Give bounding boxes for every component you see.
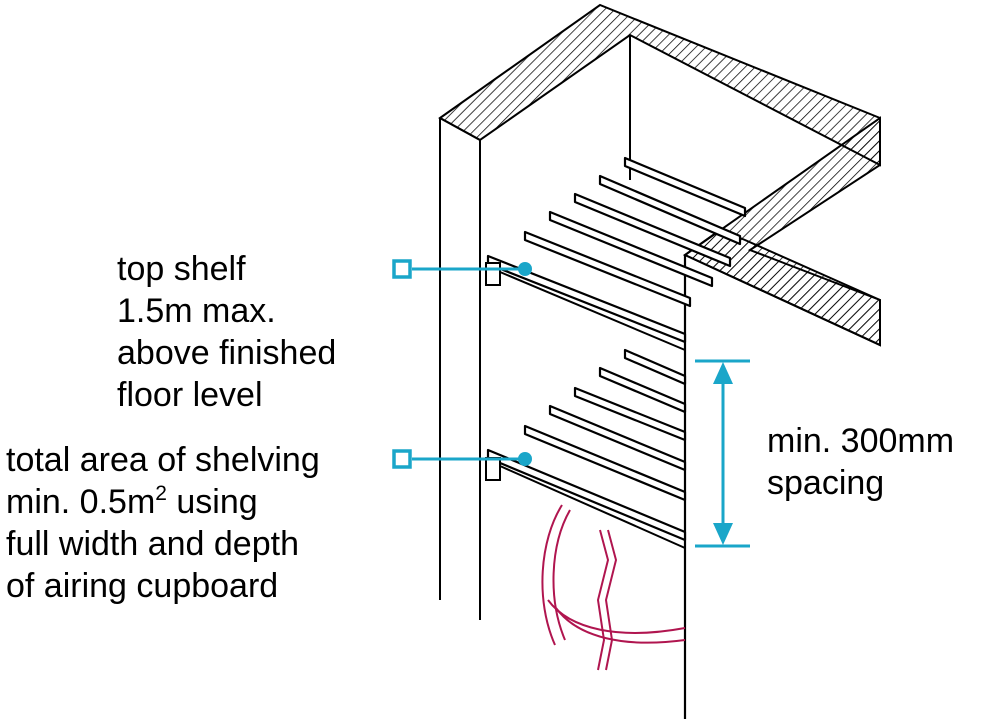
top-shelf-slat: [486, 254, 687, 344]
top-shelf-slat: [573, 192, 732, 268]
label-shelving-line-2-main: min. 0.5m: [6, 483, 155, 521]
label-top-shelf-line-4: floor level: [117, 376, 263, 414]
label-shelving-line-2-superscript: 2: [155, 482, 167, 505]
label-spacing-line-1: min. 300mm: [767, 422, 954, 460]
bottom-shelf-slat: [548, 404, 687, 472]
label-shelving-line-1: total area of shelving: [6, 441, 320, 479]
bottom-shelf-slat: [486, 448, 687, 542]
label-spacing: min. 300mm spacing: [767, 422, 954, 502]
pipe-curve-left: [541, 504, 563, 646]
label-shelving-line-2-rest: using: [167, 483, 258, 521]
bottom-shelf-slat: [573, 386, 687, 442]
bottom-shelf-underside: [499, 465, 686, 549]
top-shelf-slat: [548, 210, 714, 288]
bottom-shelf-slat: [598, 366, 687, 414]
label-top-shelf-line-3: above finished: [117, 334, 336, 372]
callout-top-shelf: [392, 259, 532, 279]
top-shelf-underside: [499, 271, 686, 351]
pipe-vertical-a: [596, 529, 610, 671]
label-shelving-area: total area of shelving min. 0.5m2 using …: [6, 441, 320, 605]
bottom-shelf-slat: [523, 424, 687, 502]
callout-shelving-area: [392, 449, 532, 469]
double-arrow-icon: [695, 359, 750, 548]
label-top-shelf: top shelf 1.5m max. above finished floor…: [117, 250, 336, 414]
label-spacing-line-2: spacing: [767, 464, 884, 502]
label-shelving-line-4: of airing cupboard: [6, 567, 278, 605]
top-shelf-slat: [623, 156, 747, 218]
top-shelf-slat: [598, 174, 742, 246]
label-shelving-line-3: full width and depth: [6, 525, 299, 563]
square-marker-icon: [392, 449, 412, 469]
label-shelving-line-2: min. 0.5m2 using: [6, 482, 258, 521]
top-shelf-batten: [485, 262, 501, 286]
pipe-vertical-b: [604, 529, 618, 671]
top-shelf: [485, 156, 747, 351]
dot-marker-icon: [518, 262, 532, 276]
dimension-arrowhead-up: [713, 362, 733, 384]
cupboard-walls: [438, 3, 881, 719]
dot-marker-icon: [518, 452, 532, 466]
square-marker-icon: [392, 259, 412, 279]
hot-water-pipes: [541, 504, 686, 671]
pipe-curve-left-inner: [552, 509, 571, 641]
label-top-shelf-line-1: top shelf: [117, 250, 246, 288]
back-wall-top-section: [438, 3, 881, 167]
right-wall-top-cap: [683, 228, 881, 347]
bottom-shelf-batten: [485, 457, 501, 481]
top-shelf-slat: [523, 230, 692, 308]
bottom-shelf-slat: [623, 348, 687, 386]
pipe-bottom-sweep-inner: [555, 607, 686, 644]
bottom-shelf: [485, 348, 687, 549]
label-top-shelf-line-2: 1.5m max.: [117, 292, 276, 330]
left-wall-top-edge: [439, 117, 481, 141]
pipe-bottom-sweep: [547, 599, 686, 634]
dimension-arrowhead-down: [713, 523, 733, 545]
